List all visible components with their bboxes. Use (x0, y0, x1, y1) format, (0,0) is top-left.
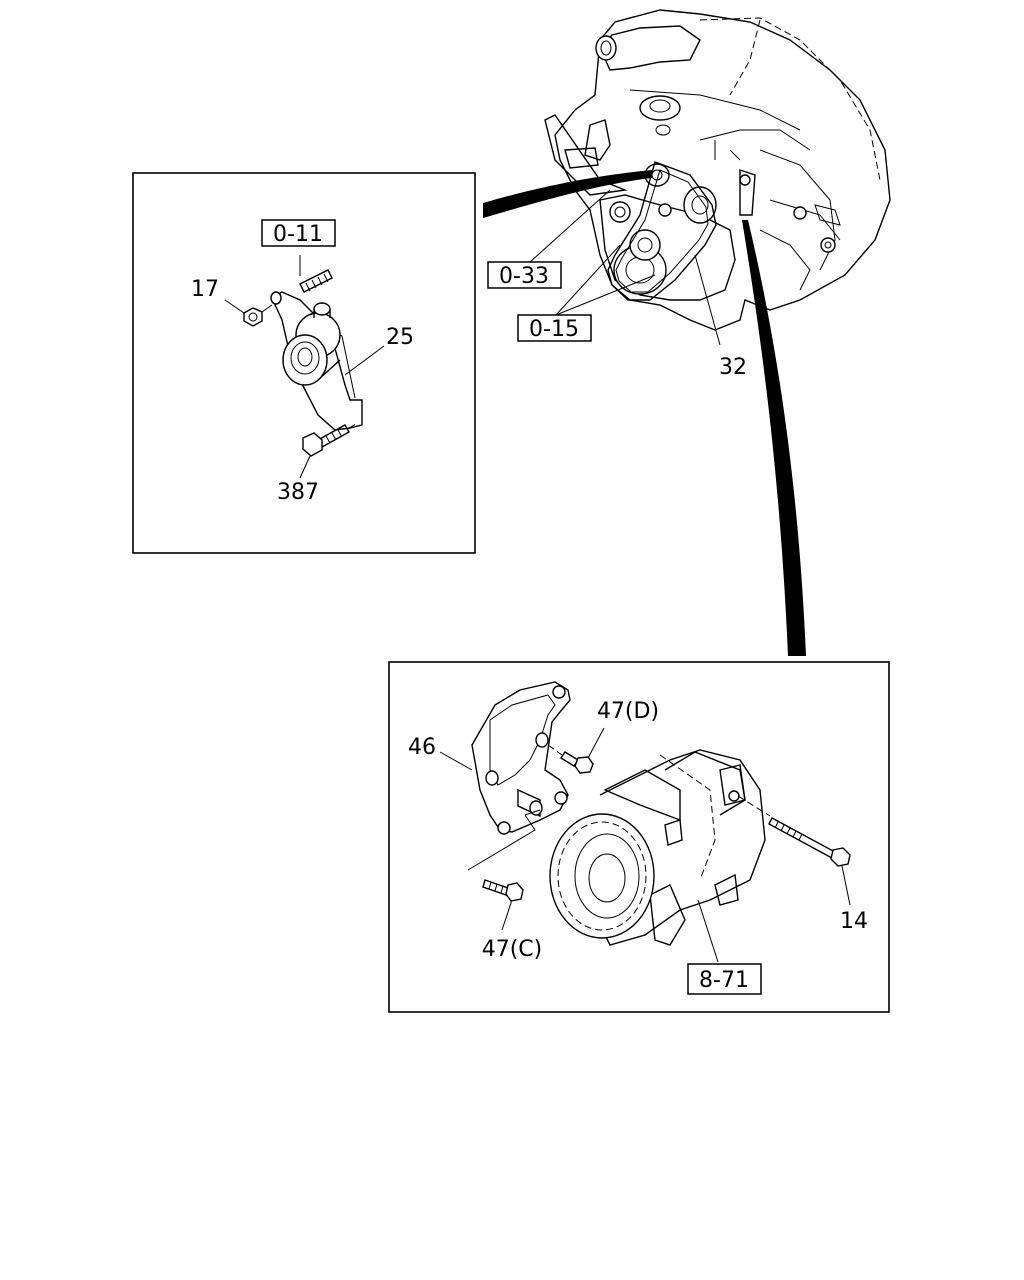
part-label-46: 46 (408, 735, 436, 760)
ref-label-0-15: 0-15 (529, 317, 579, 342)
connector-arrow-lower (742, 220, 806, 656)
inset-frame-compressor (388, 661, 890, 1013)
leader-387 (299, 455, 311, 479)
ref-box-0-33[interactable]: 0-33 (487, 261, 562, 289)
part-label-25: 25 (386, 325, 414, 350)
ref-label-8-71: 8-71 (699, 968, 749, 993)
compressor-bracket-assembly (467, 681, 594, 902)
part-label-47d: 47(D) (597, 699, 659, 724)
inset-frame-idler (132, 172, 476, 554)
bolt-icon (482, 879, 524, 902)
leader-25 (344, 345, 385, 376)
part-label-32: 32 (719, 355, 747, 380)
leader-17 (224, 299, 245, 314)
connector-arrow-upper (483, 170, 652, 218)
bolt-path-14 (737, 795, 771, 817)
part-label-14: 14 (840, 909, 868, 934)
ref-label-0-11: 0-11 (273, 222, 323, 247)
bolt-icon (302, 424, 350, 457)
nut-icon (243, 307, 263, 327)
leader-0-33 (529, 189, 611, 263)
leader-47d (587, 727, 605, 759)
part-label-47c: 47(C) (482, 937, 543, 962)
leader-0-15-a (555, 244, 621, 316)
ref-label-0-33: 0-33 (499, 264, 549, 289)
leader-8-71 (697, 899, 719, 963)
bolt-icon (560, 751, 594, 774)
ref-box-0-11[interactable]: 0-11 (261, 219, 336, 247)
stud-icon (299, 269, 333, 293)
bolt-icon (768, 817, 851, 867)
compressor-icon (549, 749, 766, 946)
ref-box-0-15[interactable]: 0-15 (517, 314, 592, 342)
bracket-icon (471, 681, 571, 835)
engine-assembly-illustration (544, 9, 891, 331)
leader-0-15-b (555, 274, 656, 316)
idler-pulley-assembly (243, 255, 363, 457)
leader-32 (694, 254, 721, 346)
leader-14 (841, 865, 851, 906)
ref-box-8-71[interactable]: 8-71 (687, 963, 762, 995)
part-label-387: 387 (277, 480, 319, 505)
idler-pulley-icon (282, 302, 341, 386)
leader-46 (439, 751, 473, 771)
leader-47c (501, 899, 513, 931)
part-label-17: 17 (191, 277, 219, 302)
